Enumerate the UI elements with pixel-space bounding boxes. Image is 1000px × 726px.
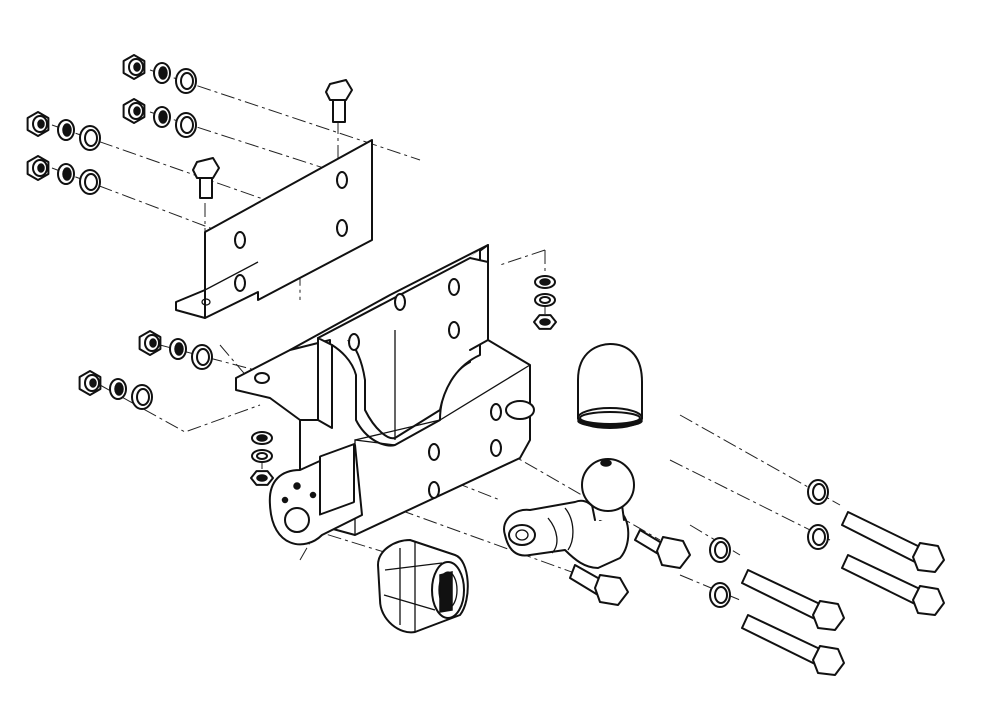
nut bbox=[26, 155, 50, 181]
crossmember-hole bbox=[428, 443, 440, 461]
flat-washer bbox=[175, 112, 197, 138]
bracket-hole bbox=[234, 274, 246, 292]
flat-washer bbox=[709, 537, 731, 563]
flat-washer bbox=[191, 344, 213, 370]
spring-washer bbox=[153, 106, 171, 128]
spring-washer bbox=[57, 119, 75, 141]
mounting-bracket-plate bbox=[175, 139, 373, 319]
nut bbox=[122, 98, 146, 124]
flat-washer bbox=[175, 68, 197, 94]
hex-bolt bbox=[569, 564, 629, 606]
crossmember-hole bbox=[428, 481, 440, 499]
electrical-socket bbox=[377, 539, 469, 634]
hex-bolt bbox=[325, 79, 353, 123]
nut bbox=[138, 330, 162, 356]
crossmember-hole bbox=[490, 439, 502, 457]
socket-plate bbox=[268, 443, 363, 546]
spring-washer bbox=[109, 378, 127, 400]
bracket-hole bbox=[336, 171, 348, 189]
crossmember-hole bbox=[448, 321, 460, 339]
fastener-group bbox=[26, 54, 829, 608]
flat-washer bbox=[807, 479, 829, 505]
crossmember-hole bbox=[448, 278, 460, 296]
crossmember-hole bbox=[348, 333, 360, 351]
hex-bolt bbox=[192, 157, 220, 199]
tow-bar-crossmember bbox=[235, 244, 535, 536]
hex-bolt bbox=[634, 529, 691, 569]
long-bolt bbox=[741, 614, 845, 676]
bracket-hole bbox=[336, 219, 348, 237]
crossmember-hole bbox=[490, 403, 502, 421]
long-bolt bbox=[741, 569, 845, 631]
spring-washer bbox=[169, 338, 187, 360]
flat-washer bbox=[79, 125, 101, 151]
nut bbox=[26, 111, 50, 137]
nut bbox=[122, 54, 146, 80]
tow-ball-cover bbox=[577, 343, 643, 429]
flat-washer bbox=[79, 169, 101, 195]
spring-washer bbox=[153, 62, 171, 84]
flat-washer bbox=[807, 524, 829, 550]
long-bolt bbox=[841, 554, 945, 616]
spring-washer bbox=[57, 163, 75, 185]
tow-ball bbox=[503, 458, 635, 569]
long-bolt bbox=[841, 511, 945, 573]
crossmember-hole bbox=[394, 293, 406, 311]
bracket-hole bbox=[234, 231, 246, 249]
nut bbox=[78, 370, 102, 396]
flat-washer bbox=[709, 582, 731, 608]
flat-washer bbox=[131, 384, 153, 410]
crossmember-hole bbox=[254, 372, 270, 384]
